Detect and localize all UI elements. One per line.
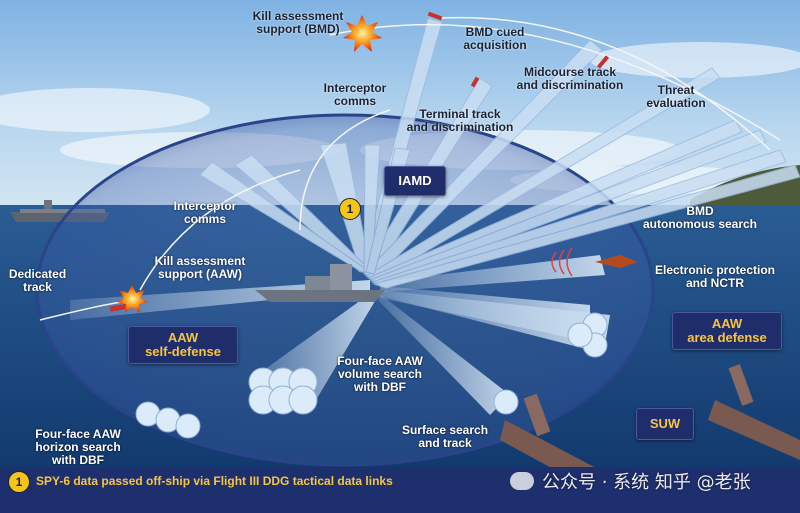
label-dedicated-track: Dedicated track (8, 267, 67, 294)
beam-ends (135, 312, 608, 439)
label-horizon-search: Four-face AAW horizon search with DBF (35, 427, 121, 467)
watermark-text: 公众号 · 系统 知乎 @老张 (542, 472, 751, 493)
label-bmd-cued-acquisition: BMD cued acquisition (463, 25, 527, 52)
explosions (117, 15, 382, 313)
label-interceptor-comms-top: Interceptor comms (323, 81, 387, 108)
footnote-marker: 1 (8, 471, 30, 493)
wechat-logo-icon (510, 472, 534, 490)
footnote-bar (0, 467, 800, 513)
box-aaw-area-defense: AAW area defense (672, 312, 782, 350)
box-suw: SUW (636, 408, 694, 440)
trajectories (39, 16, 781, 321)
threat-missiles (109, 11, 638, 312)
label-electronic-protection: Electronic protection and NCTR (654, 263, 776, 290)
label-threat-evaluation: Threat evaluation (646, 83, 706, 110)
box-aaw-self-defense: AAW self-defense (128, 326, 238, 364)
data-link-marker: 1 (339, 198, 361, 220)
ew-arcs (551, 247, 573, 277)
radar-ship (255, 264, 385, 302)
label-surface-search: Surface search and track (401, 423, 489, 450)
label-terminal-track: Terminal track and discrimination (406, 107, 514, 134)
label-kill-assessment-aaw: Kill assessment support (AAW) (154, 254, 246, 281)
label-kill-assessment-bmd: Kill assessment support (BMD) (252, 9, 344, 36)
surface-ships (500, 364, 800, 478)
label-interceptor-comms-mid: Interceptor comms (173, 199, 237, 226)
label-bmd-autonomous-search: BMD autonomous search (642, 204, 758, 231)
watermark: 公众号 · 系统 知乎 @老张 (510, 467, 751, 495)
label-volume-search: Four-face AAW volume search with DBF (337, 354, 423, 394)
footnote-text: SPY-6 data passed off-ship via Flight II… (36, 474, 393, 488)
label-midcourse-track: Midcourse track and discrimination (516, 65, 624, 92)
box-iamd: IAMD (384, 166, 446, 196)
